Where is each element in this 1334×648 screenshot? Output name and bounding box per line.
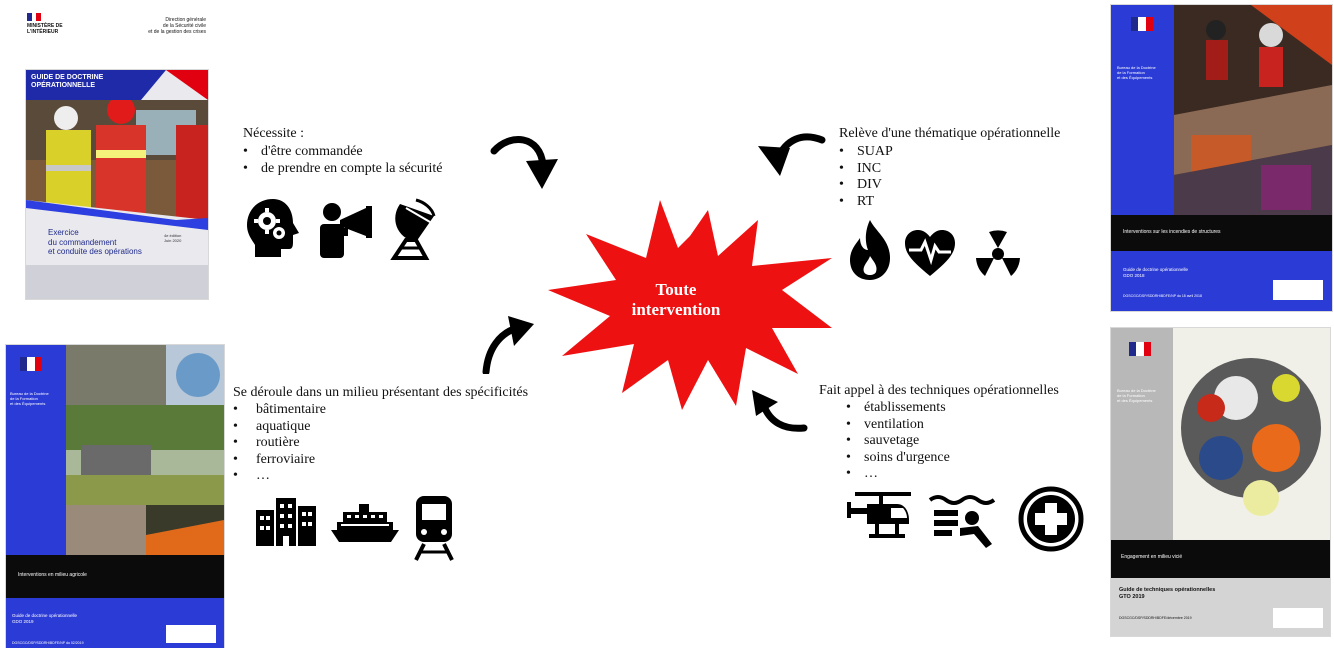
block-necessite-title: Nécessite : xyxy=(243,126,305,141)
cover-vicie-flag xyxy=(1129,342,1151,356)
flame-icon xyxy=(850,220,890,280)
center-label: Toute intervention xyxy=(631,280,721,319)
list-item: •de prendre en compte la sécurité xyxy=(243,160,443,176)
swimmer-icon xyxy=(928,495,996,548)
radio-antenna-icon xyxy=(390,198,436,260)
cover-agricole-guide: Guide de doctrine opérationnelle GDO 201… xyxy=(12,613,78,624)
french-flag xyxy=(27,13,41,21)
helicopter-icon xyxy=(847,492,911,538)
cover-incendies-flag xyxy=(1131,17,1153,31)
list-item: •routière xyxy=(233,435,300,450)
cover-commandement: GUIDE DE DOCTRINE OPÉRATIONNELLE 4e édit… xyxy=(26,70,208,299)
block-milieu-list: •bâtimentaire •aquatique •routière •ferr… xyxy=(233,402,326,485)
ship-icon xyxy=(331,504,399,542)
curved-arrow-top-right xyxy=(758,133,826,176)
block-necessite-list: •d'être commandée •de prendre en compte … xyxy=(243,144,443,177)
cover-vicie-side: Bureau de la Doctrine de la Formation et… xyxy=(1117,388,1156,403)
cover-incendies-art xyxy=(1111,5,1332,300)
direction-label: Direction générale de la Sécurité civile… xyxy=(148,17,206,35)
cover-agricole-flag xyxy=(20,357,42,371)
list-item: •DIV xyxy=(839,177,882,192)
cover-milieu-vicie: Bureau de la Doctrine de la Formation et… xyxy=(1111,328,1330,636)
medical-cross-icon xyxy=(1018,486,1084,552)
cover-incendies-band-title: Interventions sur les incendies de struc… xyxy=(1123,229,1221,235)
list-item: •RT xyxy=(839,193,875,209)
block-milieu-title: Se déroule dans un milieu présentant des… xyxy=(233,385,529,400)
list-item: •SUAP xyxy=(839,144,893,159)
list-item: •soins d'urgence xyxy=(846,449,950,465)
list-item: •… xyxy=(846,466,878,481)
cover-vicie-guide: Guide de techniques opérationnelles GTO … xyxy=(1119,587,1216,600)
cover-agricole-art xyxy=(6,345,224,643)
cover-commandement-art xyxy=(26,70,208,299)
cover-milieu-agricole: Bureau de la Doctrine de la Formation et… xyxy=(6,345,224,648)
list-item: •bâtimentaire xyxy=(233,402,326,417)
train-icon xyxy=(414,496,454,561)
list-item: •aquatique xyxy=(233,418,311,434)
block-thematique-list: •SUAP •INC •DIV •RT xyxy=(839,144,893,210)
cover-vicie-band-title: Engagement en milieu vicié xyxy=(1121,554,1183,560)
radiation-icon xyxy=(976,230,1020,276)
curved-arrow-bottom-right xyxy=(752,390,808,432)
list-item: •ventilation xyxy=(846,416,924,432)
cover-agricole-side: Bureau de la Doctrine de la Formation et… xyxy=(10,391,49,406)
list-item: •sauvetage xyxy=(846,433,920,448)
curved-arrow-bottom-left xyxy=(482,316,534,374)
block-techniques-title: Fait appel à des techniques opérationnel… xyxy=(819,383,1059,398)
cover-vicie-ref: DGSCGC/DSP/SDDRH/BDFE/décembre 2019 xyxy=(1119,616,1192,620)
cover-commandement-title: Exercice du commandement et conduite des… xyxy=(48,228,142,256)
explosion-burst xyxy=(548,200,832,410)
list-item: •INC xyxy=(839,160,882,176)
list-item: •d'être commandée xyxy=(243,144,363,159)
buildings-icon xyxy=(256,498,316,546)
cover-agricole-band-title: Interventions en milieu agricole xyxy=(18,572,87,578)
heart-pulse-icon xyxy=(905,230,955,276)
cover-incendies-guide: Guide de doctrine opérationnelle GDO 201… xyxy=(1123,267,1189,278)
cover-commandement-banner: GUIDE DE DOCTRINE OPÉRATIONNELLE xyxy=(31,74,104,89)
curved-arrow-top-left xyxy=(490,136,558,189)
cover-incendies-ref: DGSCGC/DSP/SDDRH/BDFE/NP du 18 avril 201… xyxy=(1123,294,1202,298)
list-item: •établissements xyxy=(846,400,946,415)
list-item: •ferroviaire xyxy=(233,451,316,467)
block-thematique-title: Relève d'une thématique opérationnelle xyxy=(839,126,1061,141)
cover-commandement-edition: 4e édition Juin 2020 xyxy=(164,233,182,243)
list-item: •… xyxy=(233,468,270,483)
cover-agricole-ref: DGSCGC/DSP/SDDRH/BDFE/NP du 02/2019 xyxy=(12,641,84,645)
cover-incendies-side: Bureau de la Doctrine de la Formation et… xyxy=(1117,65,1156,80)
firefighter-megaphone-icon xyxy=(320,203,372,258)
cover-incendies-structures: Bureau de la Doctrine de la Formation et… xyxy=(1111,5,1332,311)
block-techniques-list: •établissements •ventilation •sauvetage … xyxy=(846,400,950,483)
ministry-label: MINISTÈRE DE L'INTÉRIEUR xyxy=(27,23,63,35)
cover-vicie-art xyxy=(1111,328,1330,636)
head-gears-icon xyxy=(247,199,299,257)
